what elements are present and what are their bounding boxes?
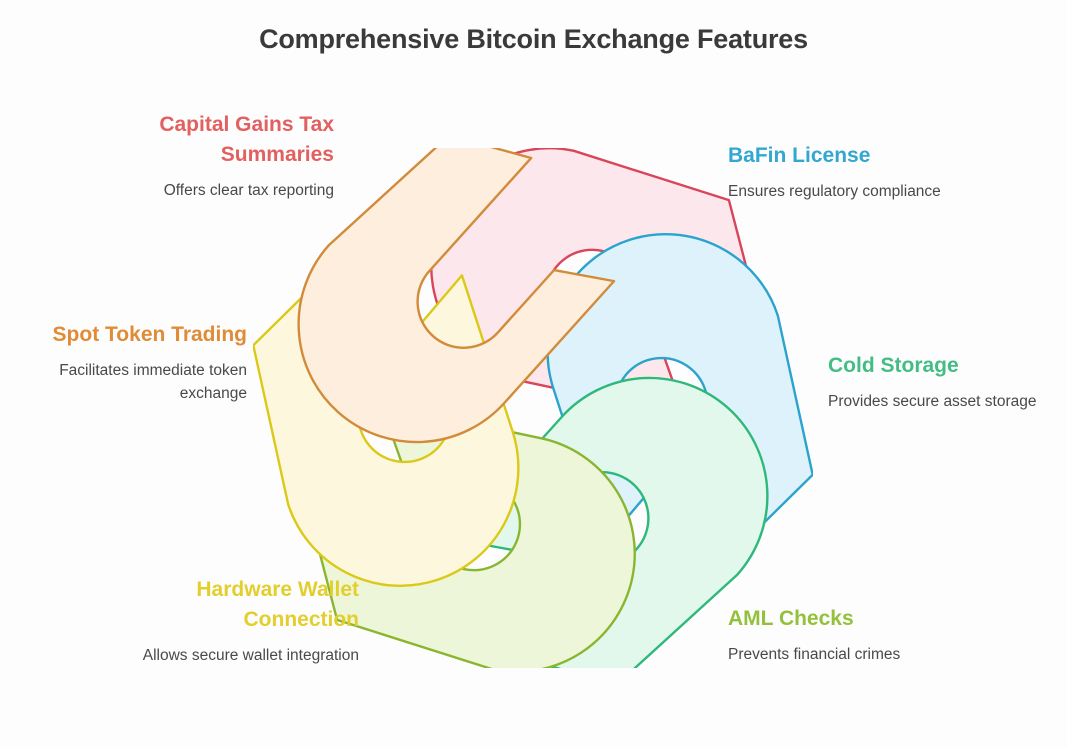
page-title: Comprehensive Bitcoin Exchange Features xyxy=(259,24,808,54)
feature-title: Capital Gains Tax Summaries xyxy=(159,113,334,166)
feature-label-cold-storage[interactable]: Cold Storage Provides secure asset stora… xyxy=(828,351,1056,413)
feature-description: Facilitates immediate token exchange xyxy=(59,361,247,403)
feature-title: AML Checks xyxy=(728,607,854,630)
feature-label-aml-checks[interactable]: AML Checks Prevents financial crimes xyxy=(728,604,956,666)
feature-label-bafin-license[interactable]: BaFin License Ensures regulatory complia… xyxy=(728,141,956,203)
feature-description: Ensures regulatory compliance xyxy=(728,182,941,200)
feature-description: Allows secure wallet integration xyxy=(142,646,359,664)
feature-title: Spot Token Trading xyxy=(52,323,247,346)
feature-description: Offers clear tax reporting xyxy=(163,181,334,199)
feature-label-capital-gains-tax-summaries[interactable]: Capital Gains Tax Summaries Offers clear… xyxy=(106,110,334,202)
feature-title: Hardware Wallet Connection xyxy=(196,578,359,631)
feature-title: BaFin License xyxy=(728,144,871,167)
feature-title: Cold Storage xyxy=(828,354,959,377)
feature-label-spot-token-trading[interactable]: Spot Token Trading Facilitates immediate… xyxy=(19,320,247,405)
feature-description: Prevents financial crimes xyxy=(728,645,901,663)
feature-label-hardware-wallet-connection[interactable]: Hardware Wallet Connection Allows secure… xyxy=(131,575,359,667)
feature-description: Provides secure asset storage xyxy=(828,392,1037,410)
